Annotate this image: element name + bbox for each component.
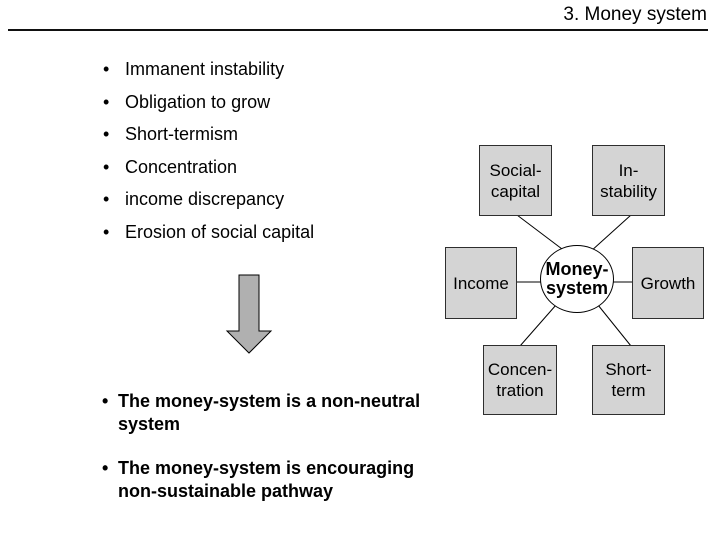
page-title: 3. Money system xyxy=(563,4,707,25)
diagram-node-short-term: Short- term xyxy=(592,345,665,415)
list-item: • income discrepancy xyxy=(103,183,314,216)
node-label: Concen- tration xyxy=(487,360,553,400)
bullet-icon: • xyxy=(103,59,110,79)
bullet-icon: • xyxy=(103,156,110,177)
conclusion-label: The money-system is a non-neutral system xyxy=(118,391,421,434)
list-item: • Short-termism xyxy=(103,118,314,151)
bullet-icon: • xyxy=(103,124,110,144)
conclusion-item: • The money-system is encouraging non-sus… xyxy=(102,457,414,503)
node-label: Income xyxy=(453,273,509,293)
bullet-icon: • xyxy=(102,391,109,411)
node-label: Social- capital xyxy=(489,160,542,201)
list-item-label: Short-termism xyxy=(125,124,239,144)
list-item-label: Obligation to grow xyxy=(125,91,271,112)
list-item-label: income discrepancy xyxy=(125,189,285,209)
bullet-icon: • xyxy=(102,458,109,478)
down-arrow-icon xyxy=(225,274,273,354)
list-item-label: Immanent instability xyxy=(125,59,285,79)
bullet-icon: • xyxy=(103,91,110,112)
issues-list: • Immanent instability • Obligation to gro… xyxy=(103,53,314,248)
list-item: • Erosion of social capital xyxy=(103,216,314,249)
list-item-label: Erosion of social capital xyxy=(125,221,315,242)
bullet-icon: • xyxy=(103,189,110,209)
diagram-node-social-capital: Social- capital xyxy=(479,145,552,216)
list-item: • Immanent instability xyxy=(103,53,314,86)
diagram-node-concentration: Concen- tration xyxy=(483,345,557,415)
connector-line xyxy=(597,304,632,347)
diagram-center-money-system: Money- system xyxy=(540,245,614,313)
connector-line xyxy=(589,214,632,253)
bullet-icon: • xyxy=(103,221,110,242)
list-item: • Concentration xyxy=(103,151,314,184)
list-item: • Obligation to grow xyxy=(103,86,314,119)
center-label: Money- system xyxy=(545,259,609,298)
diagram-node-instability: In- stability xyxy=(592,145,665,216)
node-label: Growth xyxy=(640,273,696,293)
conclusion-label: The money-system is encouraging non-sust… xyxy=(118,458,415,501)
conclusion-item: • The money-system is a non-neutral syste… xyxy=(102,390,420,436)
diagram-node-growth: Growth xyxy=(632,247,704,319)
node-label: Short- term xyxy=(605,360,652,400)
list-item-label: Concentration xyxy=(125,156,238,177)
connector-line xyxy=(519,304,557,347)
connector-line xyxy=(516,214,567,253)
title-rule xyxy=(8,29,708,31)
node-label: In- stability xyxy=(600,160,657,201)
diagram-node-income: Income xyxy=(445,247,517,319)
